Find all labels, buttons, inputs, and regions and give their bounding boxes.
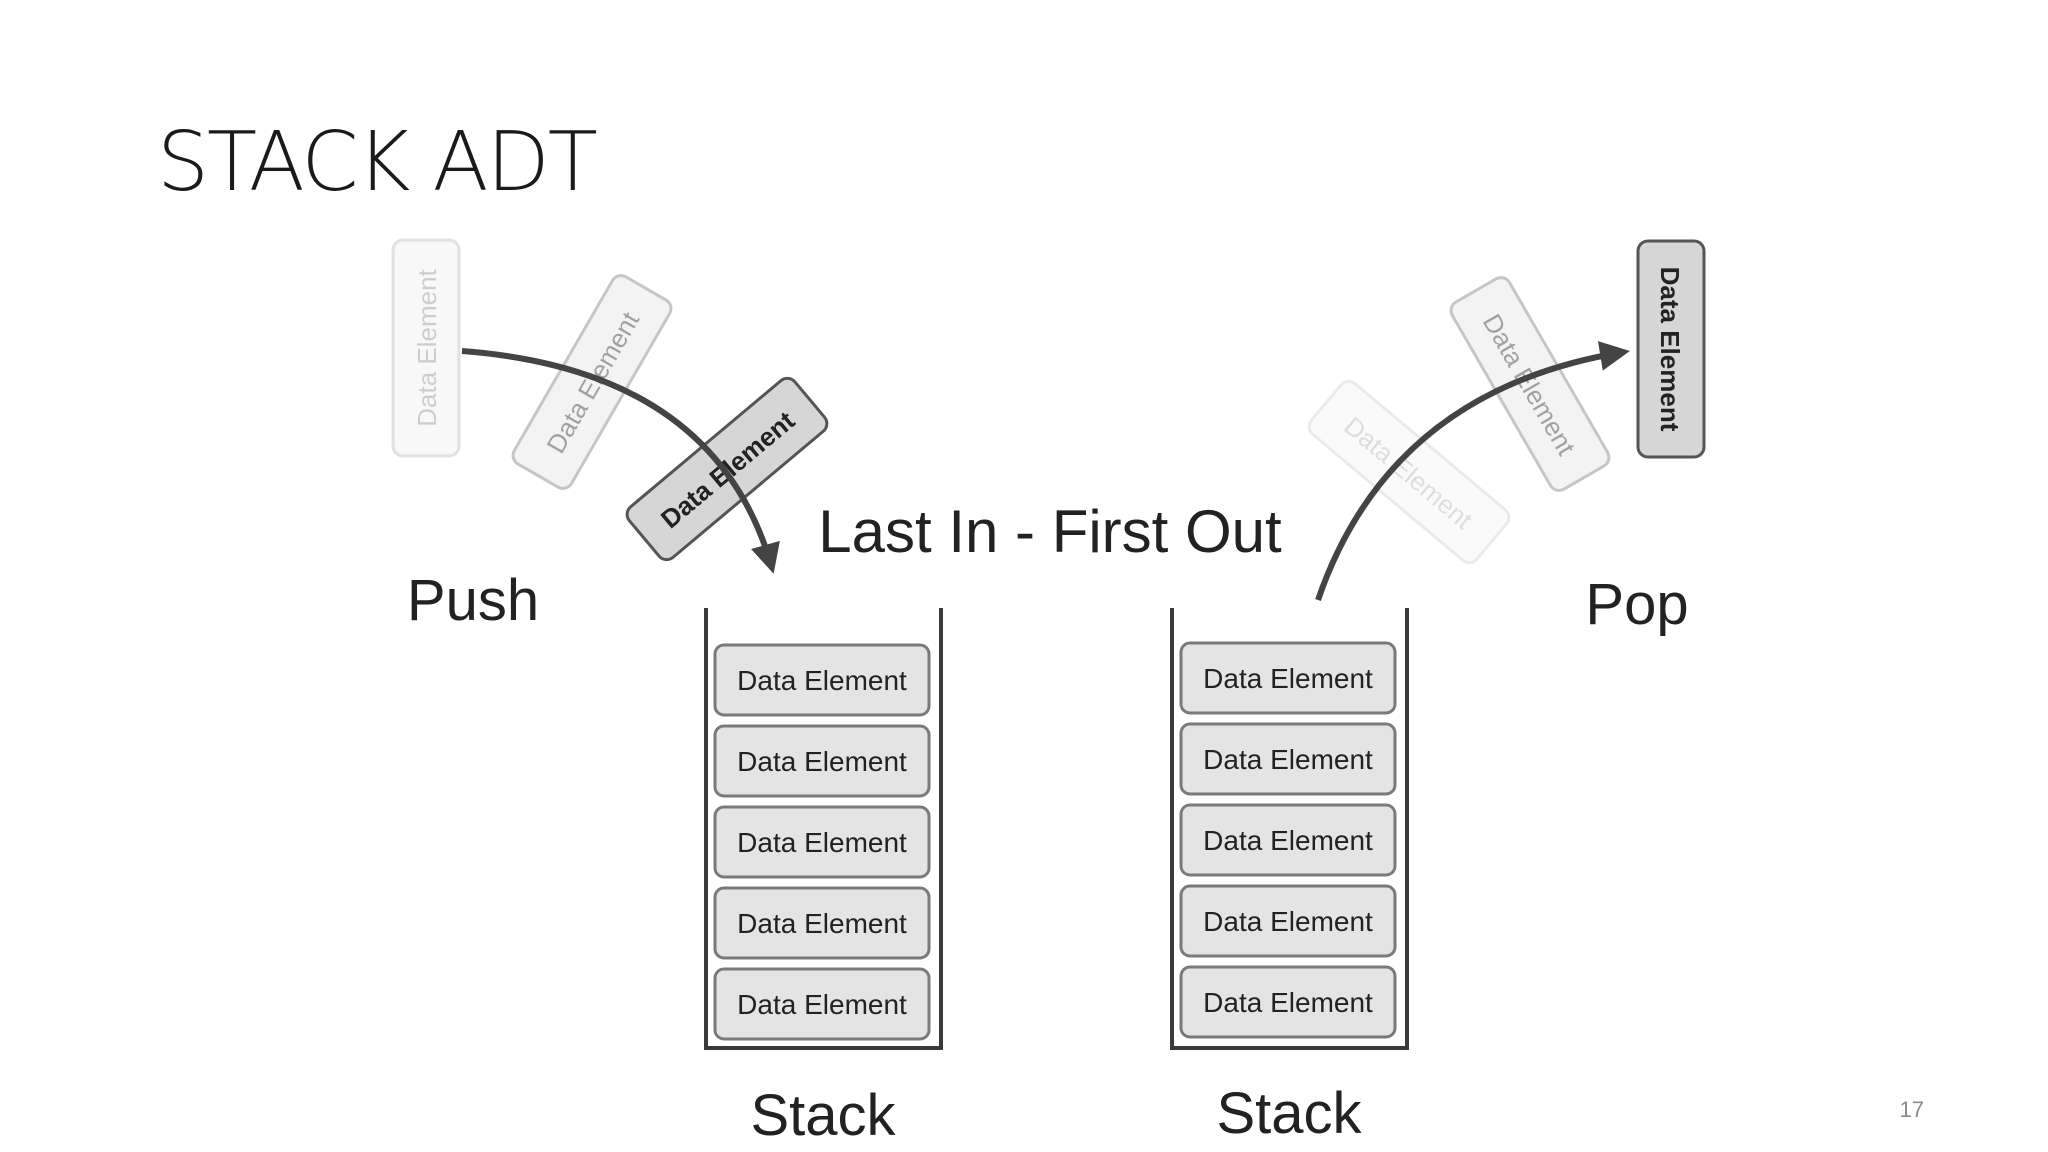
slide-title: STACK ADT [157, 115, 598, 210]
push-arrow [461, 348, 780, 574]
push-label: Push [407, 568, 539, 633]
pop-label: Pop [1585, 572, 1688, 637]
push-ghost-element-1: Data Element [391, 238, 461, 458]
pop-stack-element-5-label: Data Element [1203, 987, 1373, 1018]
pop-ghost-element-2: Data Element [1449, 276, 1611, 492]
push-stack-element-2: Data Element [713, 724, 931, 798]
pop-stack-element-1: Data Element [1179, 641, 1397, 715]
pop-outgoing-element-label: Data Element [1655, 267, 1685, 432]
pop-stack-element-1-label: Data Element [1203, 663, 1373, 694]
pop-stack-element-4-label: Data Element [1203, 906, 1373, 937]
lifo-heading: Last In - First Out [818, 498, 1282, 565]
push-stack-label: Stack [750, 1083, 896, 1148]
push-stack-element-3: Data Element [713, 805, 931, 879]
push-stack-element-2-label: Data Element [737, 746, 907, 777]
pop-ghost-element-1: Data Element [1307, 379, 1511, 565]
push-stack-element-5-label: Data Element [737, 989, 907, 1020]
push-stack-element-4-label: Data Element [737, 908, 907, 939]
pop-stack-element-2: Data Element [1179, 722, 1397, 796]
pop-stack-container [1170, 608, 1409, 1050]
pop-arrow [1315, 341, 1630, 601]
push-stack-element-1-label: Data Element [737, 665, 907, 696]
push-stack-container [704, 608, 943, 1050]
pop-stack-label: Stack [1216, 1081, 1362, 1146]
pop-stack-element-3: Data Element [1179, 803, 1397, 877]
push-stack-element-1: Data Element [713, 643, 931, 717]
push-stack-element-5: Data Element [713, 967, 931, 1041]
pop-outgoing-element: Data Element [1636, 239, 1706, 459]
pop-stack-element-2-label: Data Element [1203, 744, 1373, 775]
push-ghost-element-2: Data Element [511, 274, 673, 490]
pop-stack-element-5: Data Element [1179, 965, 1397, 1039]
pop-stack-element-4: Data Element [1179, 884, 1397, 958]
push-stack-element-4: Data Element [713, 886, 931, 960]
push-stack-element-3-label: Data Element [737, 827, 907, 858]
page-number: 17 [1899, 1097, 1924, 1122]
push-ghost-element-1-label: Data Element [412, 268, 442, 426]
pop-stack-element-3-label: Data Element [1203, 825, 1373, 856]
